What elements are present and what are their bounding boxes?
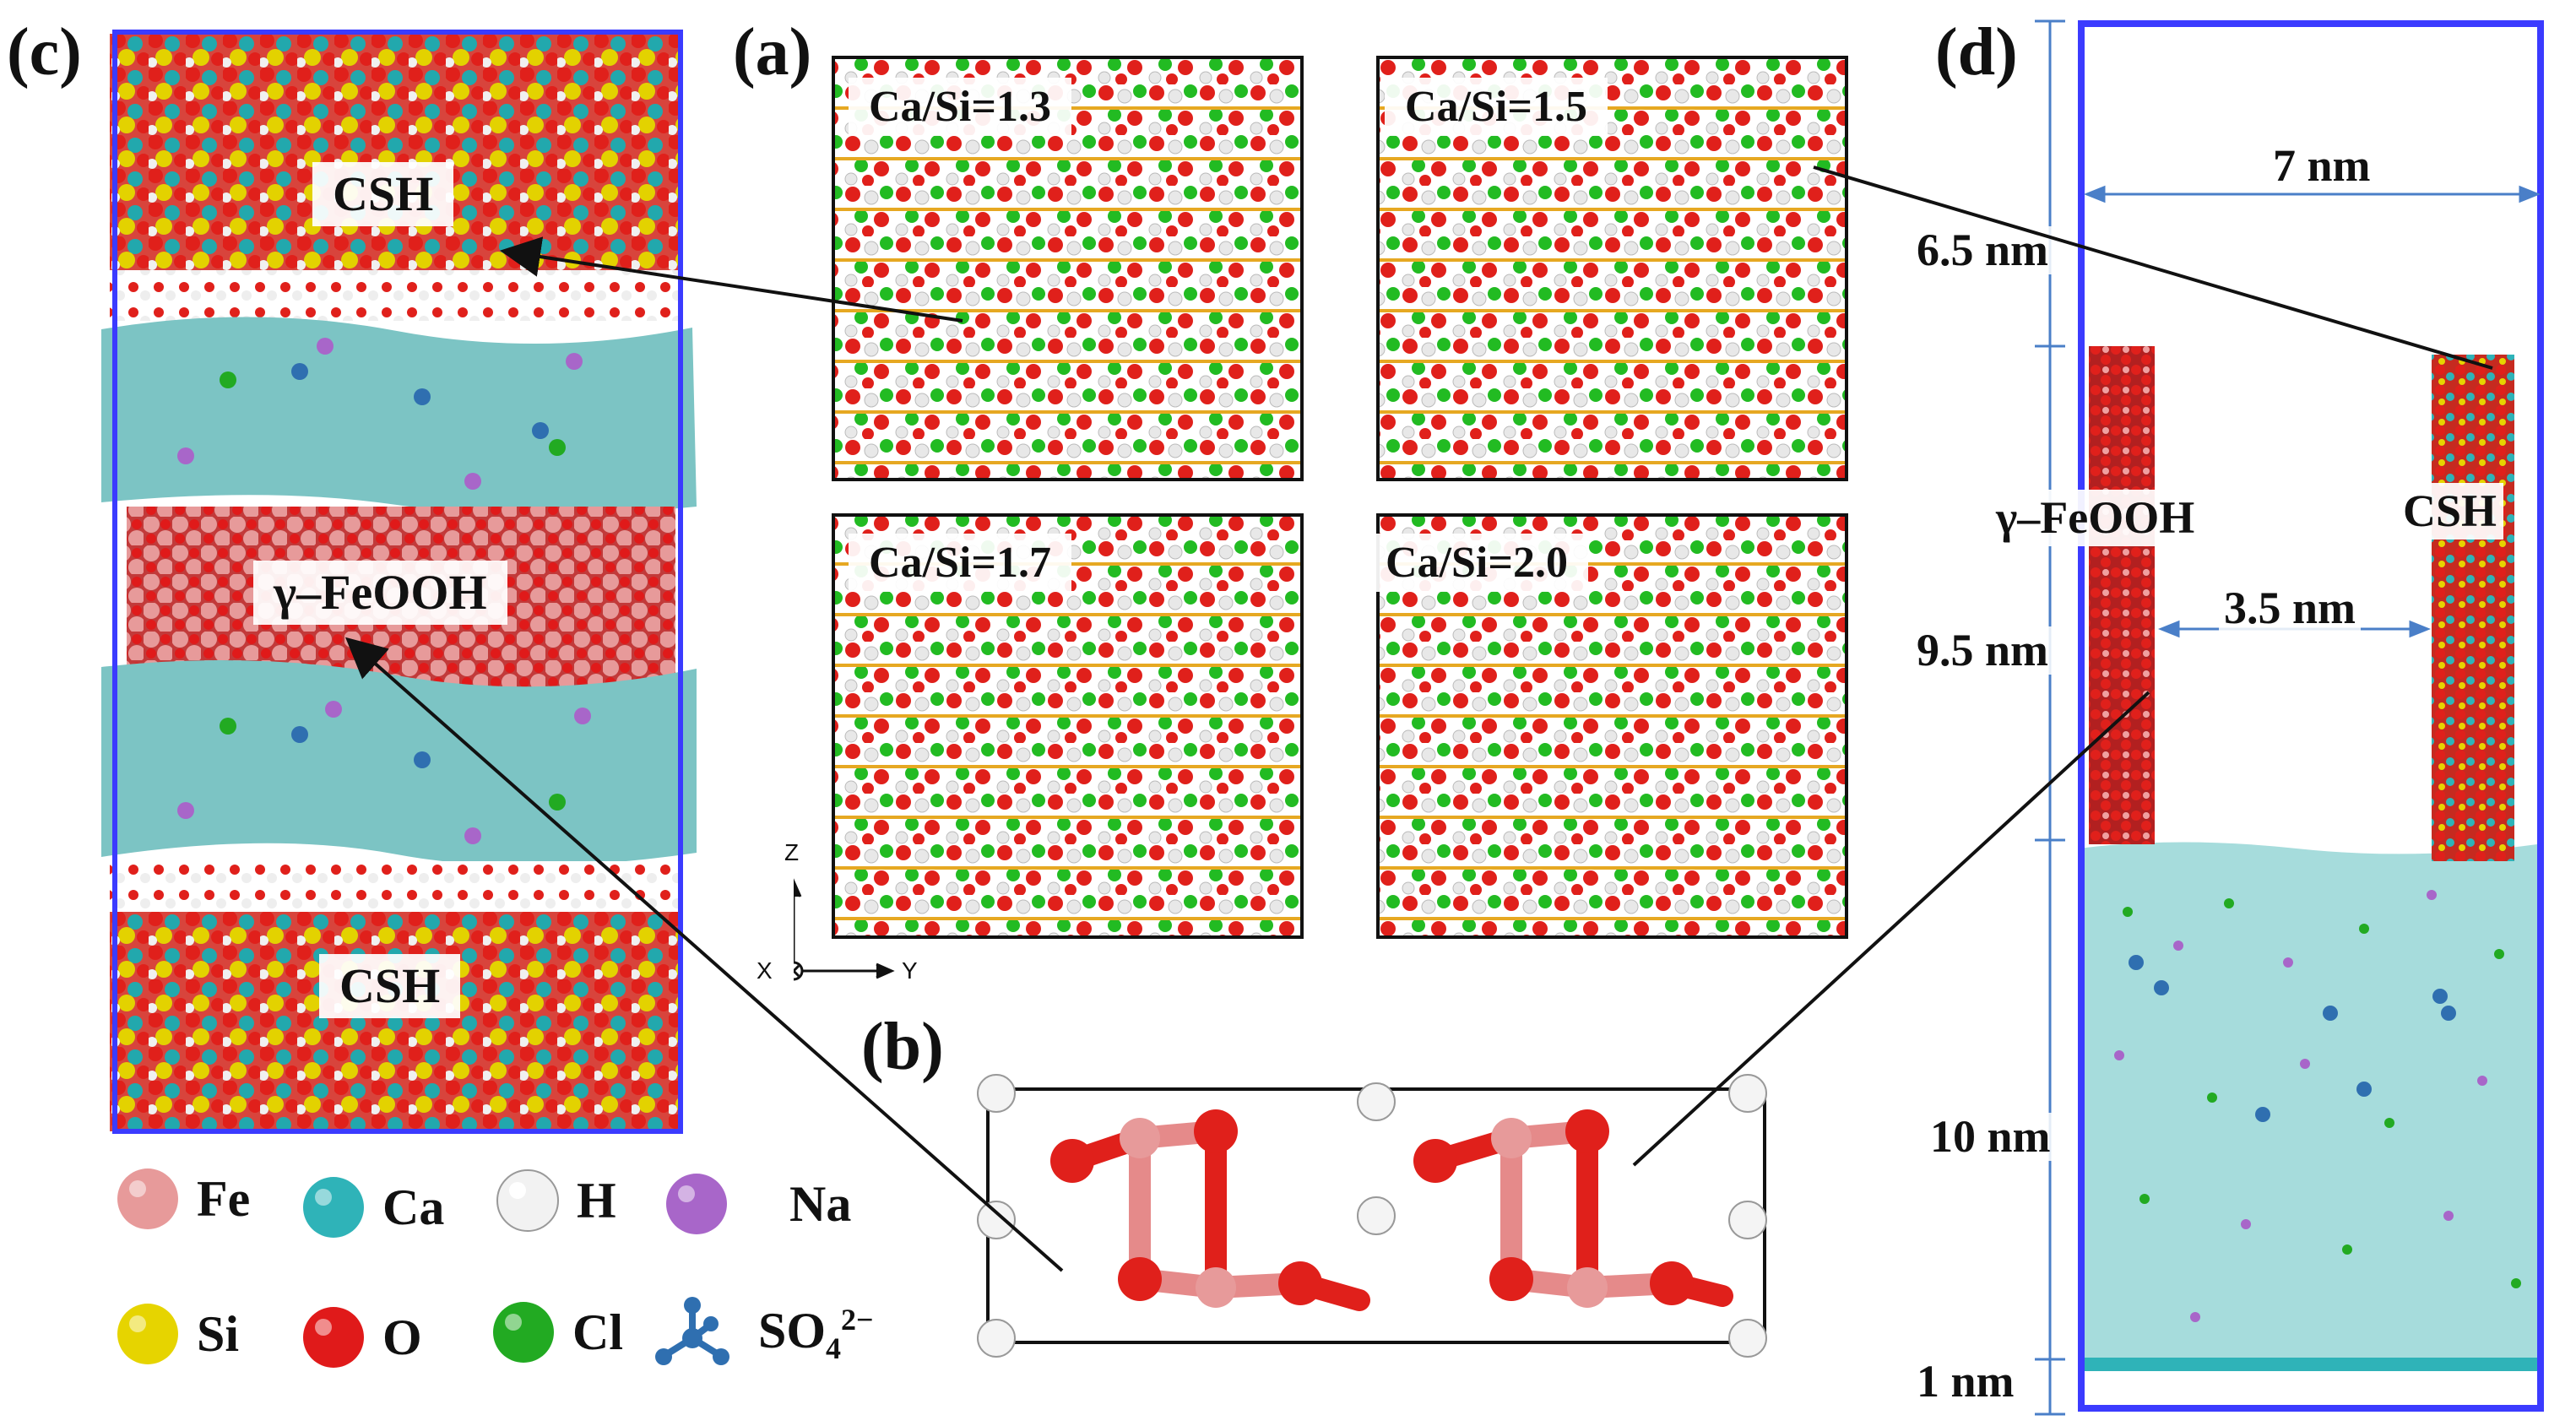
legend-fe-label: Fe <box>197 1170 251 1227</box>
o-atom-icon <box>303 1307 364 1368</box>
panel-label-c: (c) <box>7 15 82 89</box>
dim-gap-between: 3.5 nm <box>2219 584 2362 632</box>
legend-fe: Fe <box>114 1165 250 1233</box>
legend-cl-label: Cl <box>572 1304 623 1360</box>
dim-width: 7 nm <box>2268 142 2376 190</box>
panel-d-csh-label: CSH <box>2396 483 2504 540</box>
arrow-a-to-c-csh <box>500 236 963 323</box>
ratio-label-3: Ca/Si=1.7 <box>849 534 1071 593</box>
panel-c-csh-top-label: CSH <box>312 162 454 226</box>
panel-b-unit-cell <box>977 1074 1767 1358</box>
legend-cl: Cl <box>490 1299 623 1366</box>
legend-so4: SO42− <box>650 1292 874 1376</box>
panel-c-feooh-label: γ–FeOOH <box>253 561 507 625</box>
legend-na-label: Na <box>789 1175 852 1232</box>
legend-ca: Ca <box>300 1174 444 1241</box>
arrow-b-to-d-feooh <box>1632 691 2150 1167</box>
dim-solution: 10 nm <box>1925 1113 2056 1161</box>
ratio-label-1: Ca/Si=1.3 <box>849 78 1071 137</box>
panel-d-feooh-label: γ–FeOOH <box>1989 490 2202 547</box>
sulfate-molecule-icon <box>655 1297 729 1365</box>
legend-si: Si <box>114 1300 239 1368</box>
panel-d-system <box>2035 19 2544 1416</box>
legend-o: O <box>300 1304 422 1371</box>
arrow-b-to-c-feooh <box>345 637 1064 1272</box>
axis-x-label: X <box>757 957 773 984</box>
axis-indicator <box>794 878 895 981</box>
panel-a-snapshots <box>794 56 1848 981</box>
fe-atom-icon <box>117 1168 178 1229</box>
dim-layer-height: 9.5 nm <box>1912 626 2054 675</box>
ratio-label-2: Ca/Si=1.5 <box>1385 78 1608 137</box>
panel-c-simulation-box <box>101 30 697 1134</box>
arrow-a-to-d-csh <box>1813 165 2493 370</box>
cl-atom-icon <box>493 1302 554 1363</box>
legend-o-label: O <box>382 1309 422 1365</box>
dim-top-gap: 6.5 nm <box>1912 226 2054 274</box>
legend-so4-label: SO42− <box>758 1303 874 1365</box>
panel-d-ions <box>2114 890 2521 1322</box>
panel-c-csh-bottom-label: CSH <box>319 954 461 1018</box>
ratio-label-4: Ca/Si=2.0 <box>1365 534 1588 593</box>
panel-label-a: (a) <box>733 15 812 89</box>
panel-label-d: (d) <box>1935 15 2018 89</box>
legend-si-label: Si <box>197 1305 240 1362</box>
axis-y-label: Y <box>902 957 918 984</box>
legend-na: Na <box>663 1170 851 1238</box>
na-atom-icon <box>666 1174 727 1234</box>
dim-base: 1 nm <box>1912 1358 2020 1406</box>
legend-ca-label: Ca <box>382 1179 445 1235</box>
si-atom-icon <box>117 1304 178 1364</box>
axis-z-label: Z <box>784 839 800 865</box>
ca-atom-icon <box>303 1177 364 1238</box>
legend-h-label: H <box>577 1172 616 1228</box>
panel-label-b: (b) <box>861 1010 944 1084</box>
legend-h: H <box>494 1167 616 1234</box>
h-atom-icon <box>496 1169 559 1232</box>
panel-c-ions <box>177 338 591 844</box>
